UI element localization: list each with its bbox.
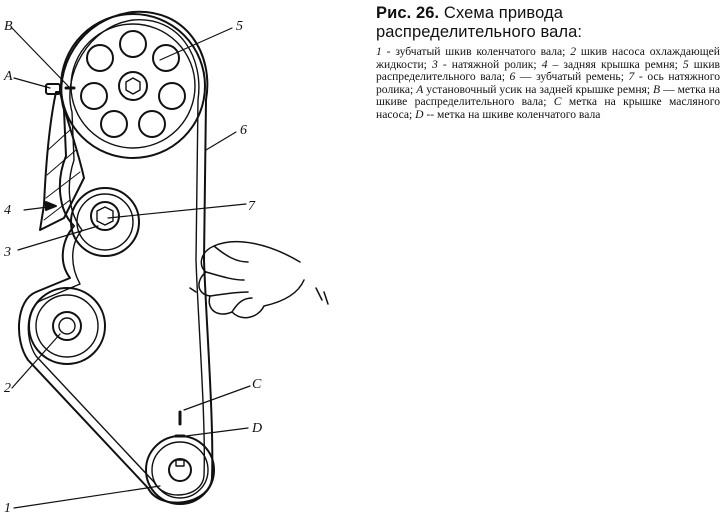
coolant-pump-pulley	[28, 287, 106, 365]
camshaft-pulley	[60, 13, 206, 159]
legend-key: 7	[628, 70, 635, 84]
legend-item: D -- метка на шкиве коленчатого вала	[415, 108, 600, 121]
caption-title: Рис. 26. Схема привода распределительног…	[376, 4, 720, 42]
caption-legend: 1 - зубчатый шкив коленчатого вала; 2 шк…	[376, 45, 720, 122]
legend-key: D	[415, 107, 424, 121]
label-d: D	[251, 421, 262, 436]
tension-roller	[70, 187, 140, 257]
legend-key: B	[653, 82, 661, 96]
legend-key: A	[416, 82, 424, 96]
legend-separator: -	[381, 45, 396, 58]
label-b: B	[4, 19, 13, 34]
legend-text: зубчатый ремень;	[536, 70, 629, 84]
label-3: 3	[3, 245, 11, 260]
label-a: A	[3, 69, 13, 84]
legend-text: задняя крышка ремня;	[563, 57, 683, 71]
legend-separator: —	[660, 82, 678, 96]
legend-item: A установочный усик на задней крышке рем…	[416, 83, 653, 96]
legend-key: 4	[541, 57, 548, 71]
timing-belt	[18, 10, 214, 504]
legend-text: метка на шкиве коленчатого вала	[437, 107, 601, 121]
legend-item: 5 шкив распределительного вала;	[376, 58, 720, 84]
figure-number: Рис. 26.	[376, 4, 440, 22]
legend-separator: –	[547, 57, 564, 71]
legend-separator: -	[634, 70, 648, 84]
label-6: 6	[240, 123, 247, 138]
legend-item: 3 - натяжной ролик;	[432, 58, 542, 71]
arrow-4	[45, 201, 57, 211]
legend-key: 5	[682, 57, 689, 71]
legend-text: ось натяжного ролика;	[376, 70, 720, 96]
legend-key: 3	[431, 57, 438, 71]
label-7: 7	[248, 199, 256, 214]
timing-belt-inner	[27, 19, 206, 496]
label-5: 5	[236, 19, 243, 34]
legend-item: 2 шкив насоса охлаждающей жидкости;	[376, 45, 720, 71]
legend-key: 6	[509, 70, 516, 84]
figure-caption: Рис. 26. Схема привода распределительног…	[376, 4, 720, 122]
locating-tab-a	[45, 83, 61, 95]
cover-hatch	[43, 129, 81, 221]
label-c: C	[252, 377, 262, 392]
legend-text: установочный усик на задней крышке ремня…	[426, 82, 654, 96]
label-2: 2	[4, 381, 11, 396]
legend-separator: —	[515, 70, 537, 84]
legend-key: C	[553, 95, 562, 109]
legend-separator: -	[437, 57, 452, 71]
legend-item: 4 – задняя крышка ремня;	[542, 58, 683, 71]
label-4: 4	[4, 203, 11, 218]
legend-separator	[562, 95, 569, 108]
hand-illustration	[189, 240, 329, 319]
legend-text: метка на шкиве распределительного вала;	[376, 82, 721, 109]
legend-text: зубчатый шкив коленчатого вала;	[395, 45, 571, 58]
legend-item: 1 - зубчатый шкив коленчатого вала;	[376, 45, 570, 58]
legend-item: 7 - ось натяжного ролика;	[376, 70, 720, 96]
legend-item: B — метка на шкиве распределительного ва…	[376, 83, 720, 109]
legend-item: C метка на крышке масляного насоса;	[376, 95, 720, 121]
legend-key: 2	[570, 45, 577, 58]
legend-text: метка на крышке масляного насоса;	[376, 95, 720, 121]
legend-text: шкив распределительного вала;	[376, 57, 721, 84]
legend-item: 6 — зубчатый ремень;	[510, 70, 629, 83]
legend-text: шкив насоса охлаждающей жидкости;	[376, 45, 720, 71]
legend-text: натяжной ролик;	[451, 57, 542, 71]
legend-separator: --	[423, 107, 438, 121]
label-1: 1	[4, 501, 11, 516]
figure-title: Схема привода распределительного вала:	[376, 4, 583, 41]
legend-key: 1	[376, 45, 382, 58]
